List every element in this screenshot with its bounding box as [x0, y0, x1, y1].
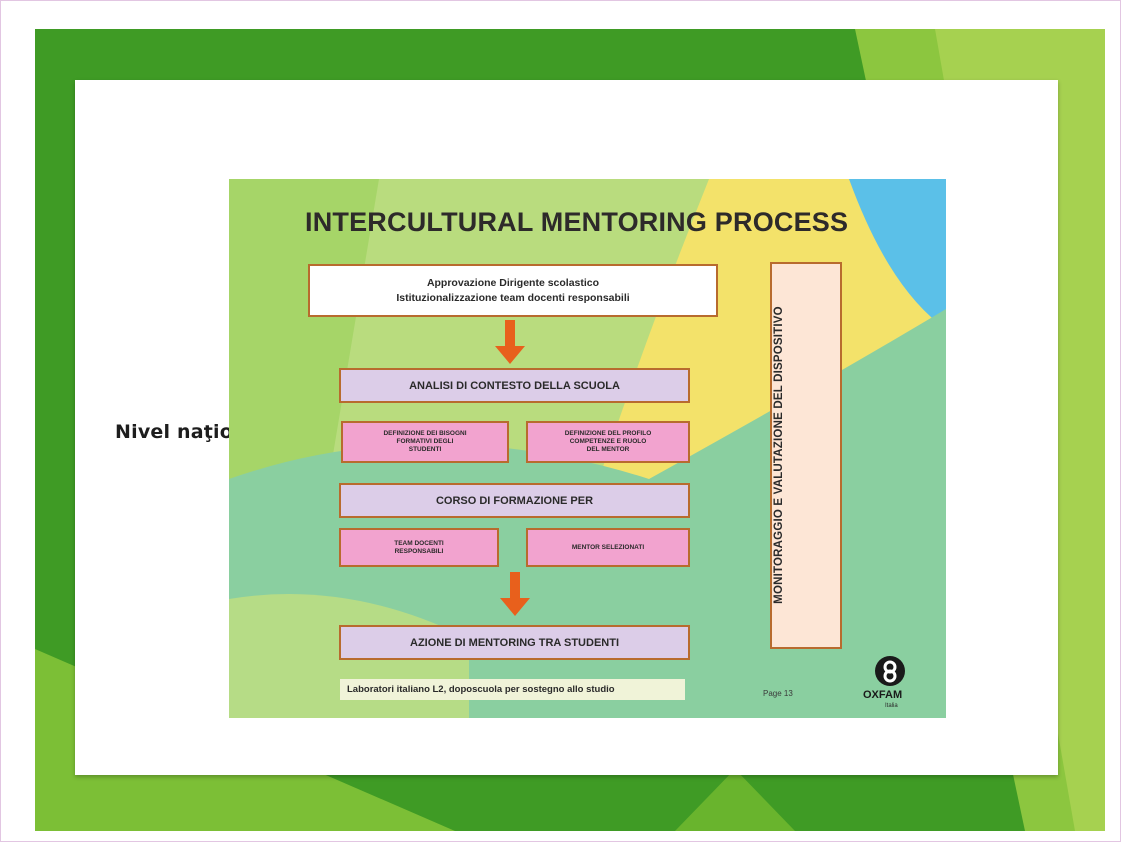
monitoring-label: MONITORAGGIO E VALUTAZIONE DEL DISPOSITI…: [773, 306, 785, 604]
page-number: Page 13: [763, 689, 793, 698]
monitoring-box: [770, 262, 842, 649]
down-arrow-icon: [495, 320, 525, 364]
profile-box: DEFINIZIONE DEL PROFILO COMPETENZE E RUO…: [526, 421, 690, 463]
oxfam-icon: [875, 656, 905, 686]
approval-box: Approvazione Dirigente scolastico Istitu…: [308, 264, 718, 317]
mentors-box: MENTOR SELEZIONATI: [526, 528, 690, 567]
training-box: CORSO DI FORMAZIONE PER: [339, 483, 690, 518]
team-box: TEAM DOCENTI RESPONSABILI: [339, 528, 499, 567]
needs-box: DEFINIZIONE DEI BISOGNI FORMATIVI DEGLI …: [341, 421, 509, 463]
inner-title: INTERCULTURAL MENTORING PROCESS: [305, 207, 849, 237]
action-box: AZIONE DI MENTORING TRA STUDENTI: [339, 625, 690, 660]
footer-note: Laboratori italiano L2, doposcuola per s…: [340, 679, 685, 700]
side-label: Nivel naţional: [115, 421, 267, 443]
oxfam-subtitle: Italia: [885, 703, 898, 709]
oxfam-wordmark: OXFAM: [863, 689, 903, 701]
analysis-box: ANALISI DI CONTESTO DELLA SCUOLA: [339, 368, 690, 403]
down-arrow-icon: [500, 572, 530, 616]
